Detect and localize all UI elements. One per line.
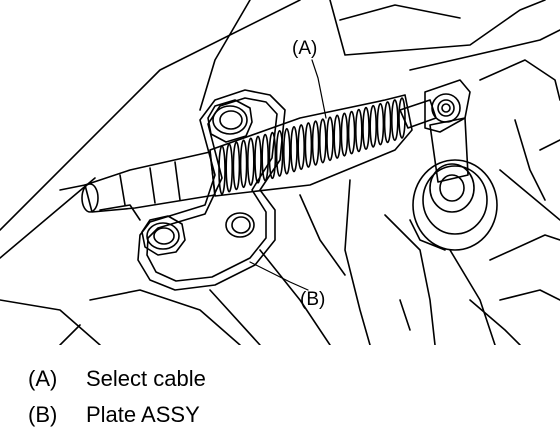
plate-assy (137, 89, 286, 291)
boot-rib (239, 139, 248, 189)
boot-rib (297, 124, 306, 171)
legend-key: (B) (28, 402, 58, 427)
legend-key: (A) (28, 366, 58, 391)
transmission-housing (0, 0, 560, 345)
legend-text: Select cable (86, 366, 206, 391)
boot-rib (311, 120, 320, 166)
boot-rib (254, 135, 262, 184)
boot-rib (326, 116, 334, 162)
callout-b-label: (B) (300, 289, 325, 310)
select-cable-illustration: (A) (B) (0, 0, 560, 345)
boot-rib (383, 101, 392, 144)
boot-rib (225, 143, 233, 193)
boot-rib (333, 114, 342, 159)
boot-rib (376, 102, 385, 146)
boot-rib (268, 131, 277, 180)
boot-rib (304, 122, 313, 168)
bolt-lower (141, 215, 186, 256)
boot-rib (218, 145, 226, 195)
callout-leaders (249, 59, 327, 291)
boot-rib (318, 118, 327, 164)
select-lever (409, 117, 498, 251)
boot-rib (390, 99, 399, 142)
boot-rib (290, 125, 298, 173)
bolt-right (225, 212, 255, 238)
boot-rib (261, 133, 270, 182)
boot-rib (275, 129, 284, 177)
boot-rib (340, 112, 349, 157)
boot-rib (232, 141, 241, 191)
boot-rib (362, 106, 370, 150)
select-cable-boot (209, 94, 413, 197)
boot-rib (369, 104, 378, 148)
bolt-upper (207, 99, 253, 143)
callout-a-label: (A) (292, 38, 317, 59)
legend-text: Plate ASSY (86, 402, 200, 427)
boot-rib (347, 110, 356, 155)
boot-rib (282, 127, 291, 175)
legend-item-a: (A) Select cable (28, 366, 206, 402)
cable-conduit-end (81, 151, 216, 213)
legend: (A) Select cable (B) Plate ASSY (28, 366, 206, 438)
boot-rib (247, 137, 255, 186)
legend-item-b: (B) Plate ASSY (28, 402, 206, 438)
boot-rib (398, 97, 406, 139)
boot-rib (354, 108, 363, 153)
